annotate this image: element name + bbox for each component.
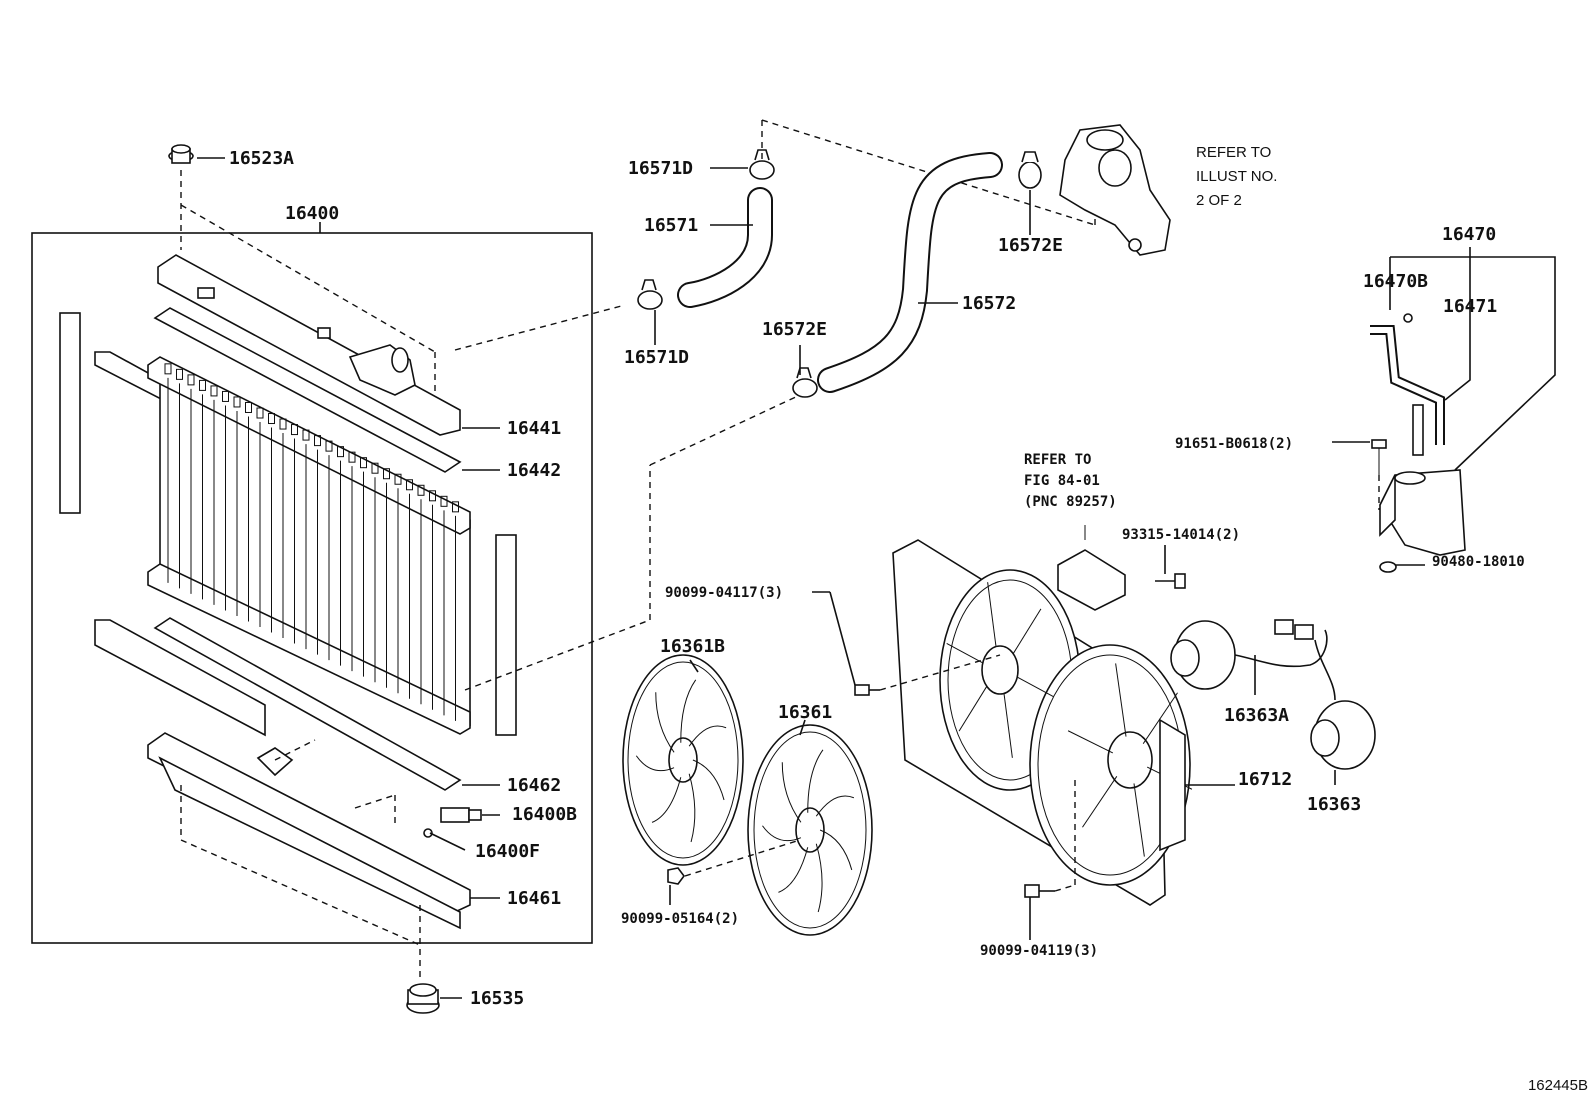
- fan-shroud-16712-icon: [892, 539, 1193, 906]
- callout-16535: 16535: [470, 988, 524, 1009]
- fan-motor-16363a-icon: [1170, 619, 1328, 690]
- upper-hose-16571-icon: [677, 187, 773, 308]
- callout-16571: 16571: [644, 215, 698, 236]
- radiator-core-icon: [147, 356, 471, 735]
- lower-hose-16572-icon: [817, 152, 1003, 393]
- callout-16400: 16400: [285, 203, 339, 224]
- foam-strip-right-icon: [495, 534, 517, 736]
- note-refer-fig-3: (PNC 89257): [1024, 494, 1117, 510]
- note-refer-fig-1: REFER TO: [1024, 452, 1091, 468]
- callout-16361: 16361: [778, 702, 832, 723]
- callout-16571d-bottom: 16571D: [624, 347, 689, 368]
- reservoir-tank-16470-icon: [1379, 469, 1466, 556]
- callout-91651: 91651-B0618(2): [1175, 436, 1293, 452]
- bolt-90099-04119-icon: [1024, 884, 1055, 898]
- callout-16470: 16470: [1442, 224, 1496, 245]
- grommet-90480-icon: [1379, 561, 1397, 573]
- cooling-fan-16361b-icon: [622, 654, 744, 866]
- cushion-16535-icon: [406, 983, 440, 1014]
- nut-90099-05164-icon: [667, 867, 685, 885]
- note-refer-illust-1: REFER TO: [1196, 144, 1271, 161]
- callout-16361b: 16361B: [660, 636, 725, 657]
- callout-16572e-top: 16572E: [998, 235, 1063, 256]
- note-refer-illust-2: ILLUST NO.: [1196, 168, 1277, 185]
- hose-clamp-16571d-bottom-icon: [637, 279, 663, 310]
- fan-relay-icon: [1057, 525, 1126, 611]
- bolt-91651-icon: [1371, 439, 1387, 475]
- upper-seal-16442-icon: [153, 307, 462, 473]
- callout-16363a: 16363A: [1224, 705, 1289, 726]
- callout-16400b: 16400B: [512, 804, 577, 825]
- bolt-90099-04117-icon: [854, 684, 880, 696]
- callout-16442: 16442: [507, 460, 561, 481]
- callout-16461: 16461: [507, 888, 561, 909]
- callout-16441: 16441: [507, 418, 561, 439]
- note-refer-fig-2: FIG 84-01: [1024, 473, 1100, 489]
- illustration-id: 162445B: [1528, 1077, 1588, 1094]
- callout-16572e-left: 16572E: [762, 319, 827, 340]
- hose-clamp-16572e-left-icon: [792, 367, 818, 398]
- foam-strip-bottom-icon: [94, 619, 266, 737]
- reservoir-hose-16471-icon: [1370, 325, 1445, 456]
- clip-16470b-icon: [1403, 313, 1413, 323]
- cushion-16523a-icon: [168, 144, 194, 164]
- lower-tank-16461-icon: [147, 732, 471, 930]
- o-ring-16400f-icon: [423, 828, 433, 838]
- callout-90480: 90480-18010: [1432, 554, 1525, 570]
- callout-16523a: 16523A: [229, 148, 294, 169]
- callout-90099-04119: 90099-04119(3): [980, 943, 1098, 959]
- callout-93315: 93315-14014(2): [1122, 527, 1240, 543]
- callout-16712: 16712: [1238, 769, 1292, 790]
- callout-16470b: 16470B: [1363, 271, 1428, 292]
- upper-tank-16441-icon: [157, 254, 461, 436]
- callout-16471: 16471: [1443, 296, 1497, 317]
- callout-90099-05164: 90099-05164(2): [621, 911, 739, 927]
- foam-strip-left-icon: [59, 312, 81, 514]
- fan-motor-16363-icon: [1310, 639, 1376, 770]
- callout-16571d-top: 16571D: [628, 158, 693, 179]
- bolt-93315-icon: [1155, 573, 1186, 589]
- hose-clamp-16572e-top-icon: [1018, 151, 1042, 189]
- drain-cock-16400b-icon: [440, 807, 482, 823]
- note-refer-illust-3: 2 OF 2: [1196, 192, 1242, 209]
- callout-16363: 16363: [1307, 794, 1361, 815]
- lower-seal-16462-icon: [153, 617, 462, 791]
- cooling-fan-16361-icon: [747, 724, 873, 936]
- callout-16400f: 16400F: [475, 841, 540, 862]
- callout-16462: 16462: [507, 775, 561, 796]
- callout-90099-04117: 90099-04117(3): [665, 585, 783, 601]
- water-outlet-housing-icon: [1059, 124, 1171, 256]
- radiator-assembly-box: [31, 232, 593, 944]
- callout-16572: 16572: [962, 293, 1016, 314]
